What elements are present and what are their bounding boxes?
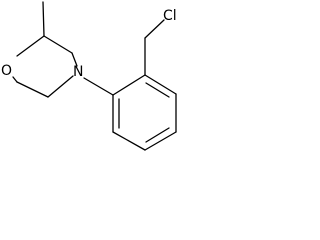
inner-bond-ar4-ar5 — [145, 127, 170, 143]
n-aryl-link — [83, 77, 114, 96]
bond-c6-o — [12, 76, 18, 83]
nitrogen-atom-label: N — [73, 64, 83, 80]
bond-c5-c6 — [16, 81, 49, 98]
oxygen-atom-label: O — [1, 63, 12, 79]
bond-c2-methyl — [42, 1, 45, 37]
bond-n-c5 — [47, 75, 74, 98]
bond-c2-c3 — [43, 35, 73, 54]
bond-ar1-ar2 — [112, 74, 146, 96]
bond-c3-n — [71, 52, 78, 67]
chloromethyl-group — [144, 19, 165, 76]
inner-bond-ar2-ar3 — [145, 82, 170, 98]
morpholine-ring — [12, 1, 78, 98]
bond-ch2-cl — [144, 19, 165, 39]
bond-ar4-ar5 — [144, 131, 177, 151]
bond-ar2-ar3 — [144, 74, 177, 95]
benzene-ring — [112, 74, 177, 151]
bond-n-aryl — [83, 77, 114, 96]
bond-o-c2 — [16, 35, 45, 57]
chlorine-atom-label: Cl — [163, 8, 177, 24]
structure-diagram: O N Cl — [1, 1, 177, 151]
bond-ar5-ar6 — [112, 131, 146, 151]
